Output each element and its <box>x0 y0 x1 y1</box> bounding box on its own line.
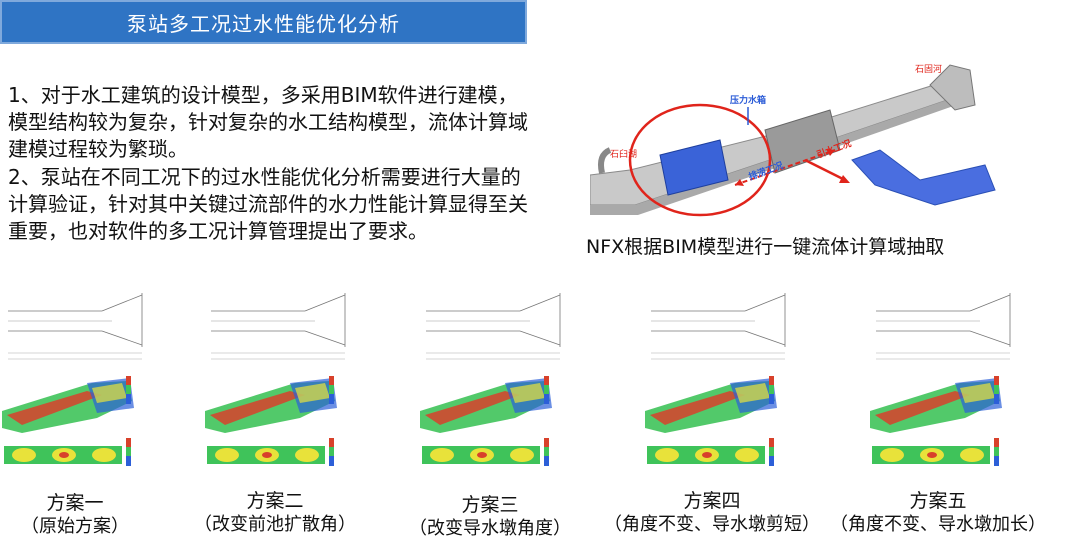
highlight-ellipse <box>628 103 772 217</box>
plan-drawing <box>211 293 351 360</box>
section-contour <box>4 438 131 466</box>
label-stone-left: 石臼湖 <box>610 148 637 160</box>
scheme-description: （改变前池扩散角） <box>194 514 356 535</box>
scheme-description: （角度不变、导水墩加长） <box>830 514 1046 535</box>
scheme-figure <box>2 293 148 466</box>
scheme-name: 方案四 <box>683 490 741 512</box>
color-legend <box>994 376 999 404</box>
label-pressure-box: 压力水箱 <box>730 94 766 106</box>
plan-drawing <box>876 293 1016 360</box>
scheme-description: （改变导水墩角度） <box>409 518 571 539</box>
section-contour <box>647 438 774 466</box>
scheme-panel <box>645 283 795 473</box>
scheme-panel <box>2 283 152 473</box>
section-contour <box>422 438 549 466</box>
scheme-panel <box>420 283 570 473</box>
color-legend <box>769 376 774 404</box>
scheme-figure <box>645 293 791 466</box>
flow-streamlines <box>205 378 337 433</box>
scheme-name: 方案五 <box>909 490 967 512</box>
color-legend <box>329 376 334 404</box>
color-legend <box>126 376 131 404</box>
flow-streamlines <box>420 378 552 433</box>
flow-streamlines <box>645 378 777 433</box>
scheme-description: （原始方案） <box>21 516 129 537</box>
plan-drawing <box>651 293 791 360</box>
scheme-panel <box>205 283 355 473</box>
flow-streamlines <box>870 378 1002 433</box>
bim-model-illustration: 石臼湖 石固河 压力水箱 排涝工况 引水工况 <box>590 63 996 217</box>
paragraph-1: 1、对于水工建筑的设计模型，多采用BIM软件进行建模，模型结构较为复杂，针对复杂… <box>8 83 528 161</box>
scheme-figure <box>420 293 566 466</box>
scheme-name: 方案三 <box>461 494 519 516</box>
color-legend <box>544 376 549 404</box>
scheme-name: 方案一 <box>46 492 104 514</box>
paragraph-2: 2、泵站在不同工况下的过水性能优化分析需要进行大量的计算验证，针对其中关键过流部… <box>8 165 528 243</box>
flow-streamlines <box>2 378 134 433</box>
section-contour <box>207 438 334 466</box>
hero-caption: NFX根据BIM模型进行一键流体计算域抽取 <box>586 236 945 258</box>
scheme-figure <box>870 293 1016 466</box>
scheme-description: （角度不变、导水墩剪短） <box>604 514 820 535</box>
scheme-figure <box>205 293 351 466</box>
scheme-name: 方案二 <box>246 490 304 512</box>
title-bar: 泵站多工况过水性能优化分析 <box>0 0 527 44</box>
label-stone-right: 石固河 <box>915 63 942 75</box>
section-contour <box>872 438 999 466</box>
plan-drawing <box>8 293 148 360</box>
scheme-panel <box>870 283 1020 473</box>
page-title: 泵站多工况过水性能优化分析 <box>127 11 400 36</box>
plan-drawing <box>426 293 566 360</box>
